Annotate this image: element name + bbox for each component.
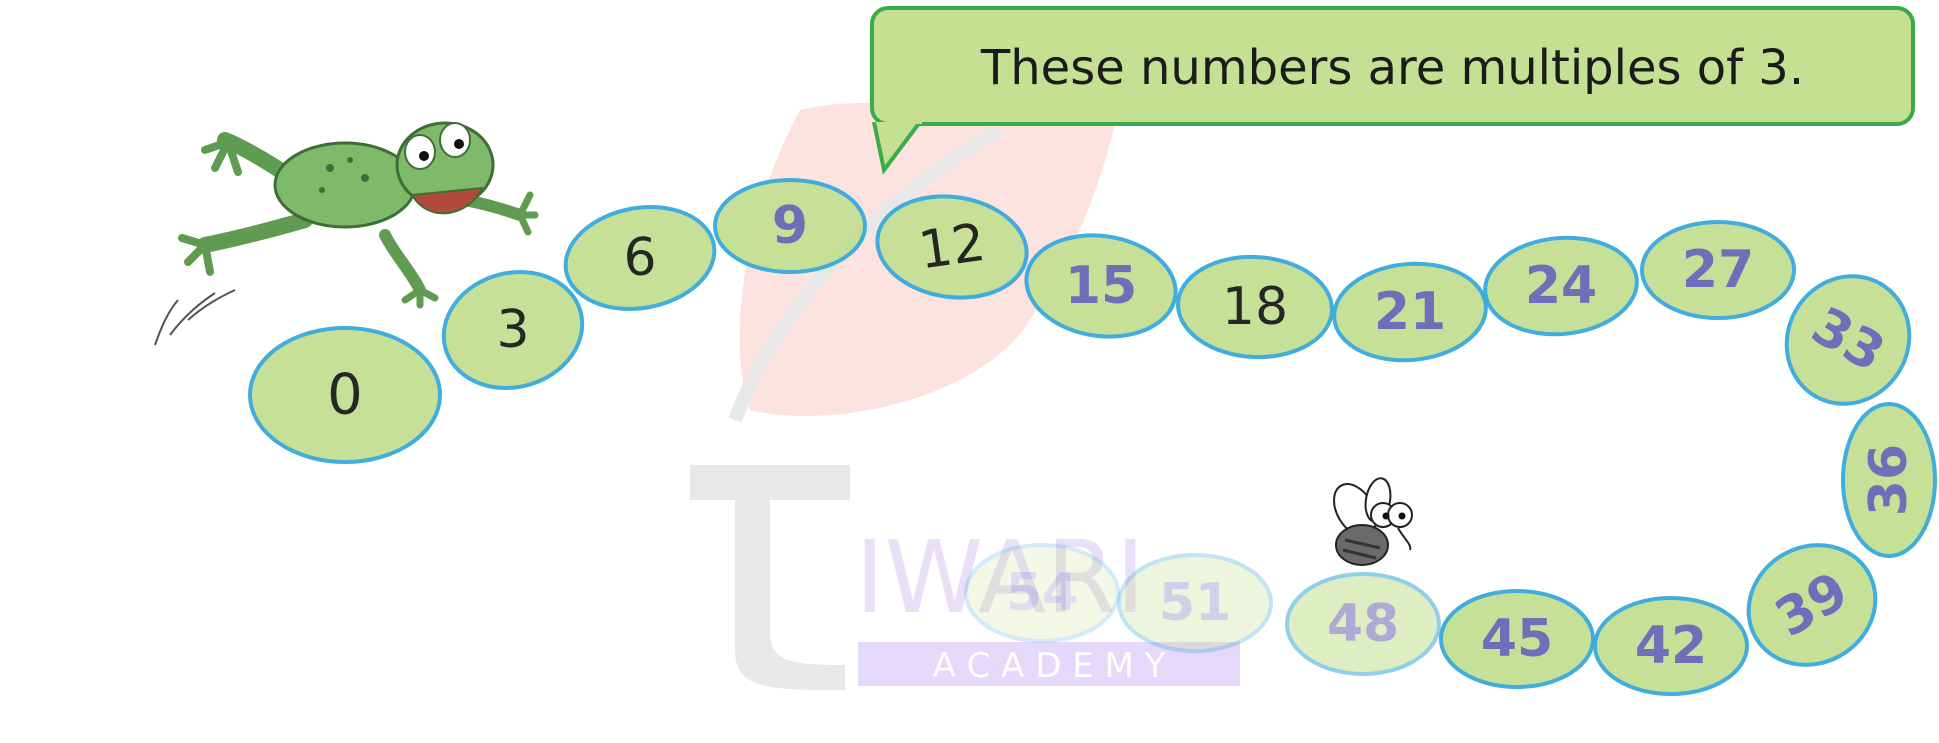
lily-pad-36: 36 [1841,402,1937,558]
lily-pad-18: 18 [1176,254,1334,360]
lily-pad-3: 3 [441,270,585,390]
lily-pad-number: 27 [1682,240,1754,300]
lily-pad-48: 48 [1285,572,1441,676]
lily-pad-number: 48 [1327,594,1399,654]
lily-pad-shape [1746,543,1878,667]
lily-pad-shape [1640,220,1796,320]
lily-pad-number: 15 [1065,256,1137,316]
lily-pad-42: 42 [1593,596,1749,696]
lily-pad-number: 9 [772,196,808,256]
lily-pad-21: 21 [1332,261,1488,363]
lily-pad-27: 27 [1640,220,1796,320]
lily-pad-0: 0 [248,326,442,464]
lily-pad-33: 33 [1784,274,1912,406]
lily-pad-6: 6 [563,205,717,311]
lily-pad-number: 18 [1222,277,1288,337]
lily-pad-shape [964,543,1120,643]
lily-pad-shape [1439,589,1595,689]
jump-lines [154,289,236,346]
lily-pad-39: 39 [1746,543,1878,667]
lily-pad-shape [1784,274,1912,406]
lily-pad-shape [1841,402,1937,558]
watermark-sub: A C A D E M Y [933,646,1166,686]
speech-bubble: These numbers are multiples of 3. [870,6,1915,126]
watermark-brand: IWARI [855,519,1145,636]
lily-pad-shape [1593,596,1749,696]
lily-pad-shape [1483,235,1639,337]
lily-pad-24: 24 [1483,235,1639,337]
lily-pad-number: 0 [327,363,363,428]
lily-pad-15: 15 [1024,233,1178,339]
lily-pad-shape [563,205,717,311]
watermark-sub-bar [858,642,1240,686]
lily-pad-number: 21 [1374,282,1446,342]
frog-icon [178,121,539,309]
lily-pad-number: 42 [1635,616,1707,676]
lily-pad-12: 12 [875,194,1029,300]
lily-pad-shape [1117,553,1273,653]
lily-pad-shape [1285,572,1441,676]
lily-pad-shape [248,326,442,464]
lily-pad-shape [875,194,1029,300]
speech-bubble-text: These numbers are multiples of 3. [980,40,1805,96]
speech-bubble-tail [872,122,922,175]
lily-pad-shape [1176,254,1334,360]
lily-pad-number: 24 [1525,256,1597,316]
lily-pad-45: 45 [1439,589,1595,689]
lily-pad-54: 54 [964,543,1120,643]
lily-pad-number: 3 [496,300,529,360]
lily-pad-shape [441,270,585,390]
lily-pad-number: 6 [623,228,656,288]
watermark-letter-t [690,380,850,690]
fly-icon [1333,477,1413,566]
lily-pad-number: 54 [1006,563,1078,623]
lily-pad-number: 12 [915,213,989,282]
lily-pad-shape [1024,233,1178,339]
lily-pad-number: 45 [1481,609,1553,669]
lily-pad-number: 36 [1859,444,1919,516]
lily-pad-number: 51 [1159,573,1231,633]
lily-pad-9: 9 [713,178,867,274]
lily-pad-shape [1332,261,1488,363]
lily-pad-shape [713,178,867,274]
lily-pad-51: 51 [1117,553,1273,653]
